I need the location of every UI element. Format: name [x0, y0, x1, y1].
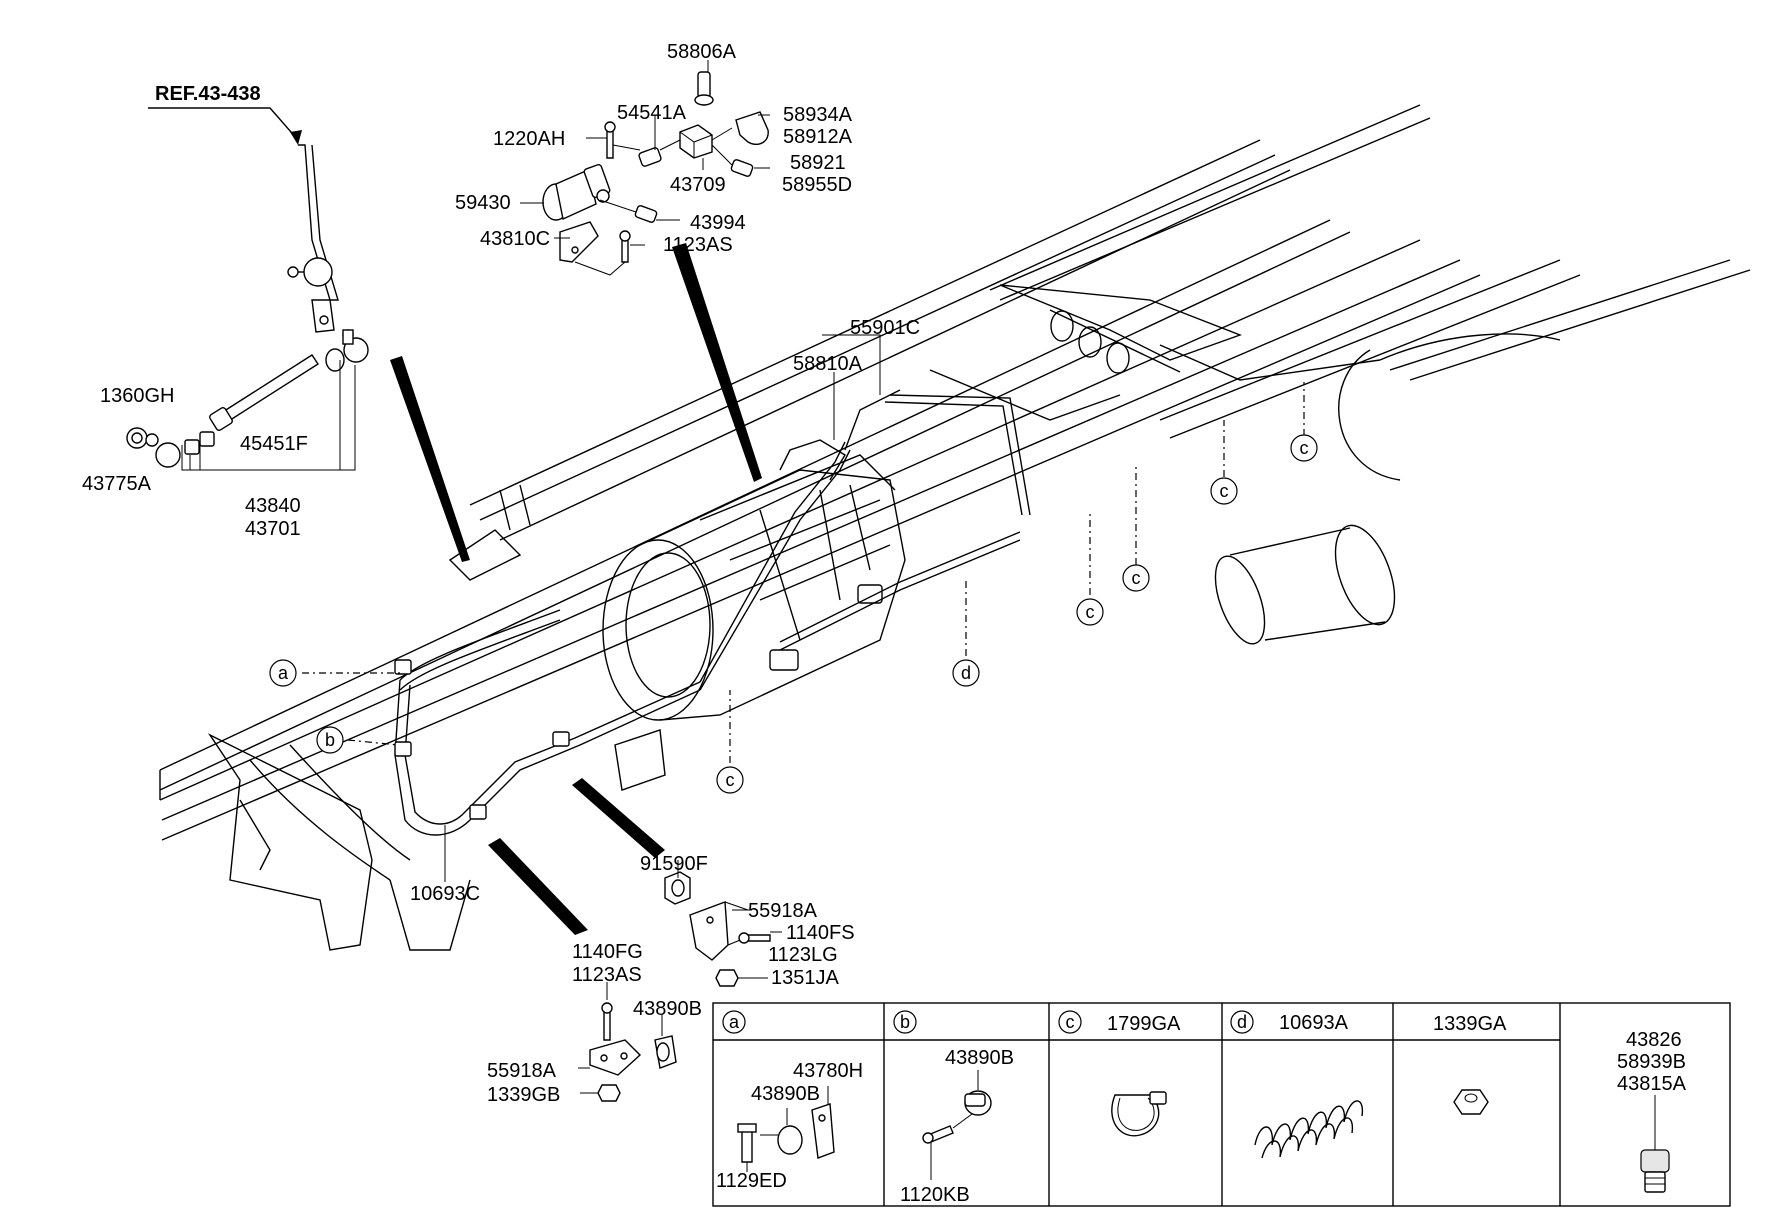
label-45451F: 45451F	[240, 433, 308, 455]
label-54541A: 54541A	[617, 102, 687, 124]
label-58810A: 58810A	[793, 353, 863, 375]
label-1339GB: 1339GB	[487, 1084, 560, 1106]
label-91590F: 91590F	[640, 853, 708, 875]
valve-assembly	[542, 71, 769, 276]
marker-c-1: c	[726, 770, 735, 790]
marker-d: d	[961, 663, 971, 683]
label-43701: 43701	[245, 518, 301, 540]
marker-c-4: c	[1220, 481, 1229, 501]
legend-b-part-1: 43890B	[945, 1047, 1014, 1069]
label-55918A-right: 55918A	[748, 900, 818, 922]
legend-c-code: 1799GA	[1107, 1013, 1181, 1035]
legend-a-part-1: 43780H	[793, 1060, 863, 1082]
legend-last-part-3: 43815A	[1617, 1073, 1687, 1095]
label-1351JA: 1351JA	[771, 967, 839, 989]
shift-lever-assembly	[126, 107, 369, 471]
label-1140FS: 1140FS	[786, 922, 855, 944]
marker-c-5: c	[1300, 438, 1309, 458]
label-1123AS-top: 1123AS	[663, 234, 733, 256]
label-1140FG: 1140FG	[572, 941, 643, 963]
band-clamp-illustration	[1111, 1091, 1167, 1137]
legend-key-c: c	[1066, 1012, 1075, 1032]
sensor-illustration	[1640, 1095, 1670, 1193]
label-43994: 43994	[690, 212, 746, 234]
brake-lines	[394, 389, 1031, 836]
marker-b: b	[325, 730, 335, 750]
pointer-wedges	[390, 243, 762, 935]
label-58806A: 58806A	[667, 41, 737, 63]
label-58912A: 58912A	[783, 126, 853, 148]
label-1123LG: 1123LG	[768, 944, 838, 966]
legend-last-part-2: 58939B	[1617, 1051, 1686, 1073]
legend-table: a 43780H 43890B 1129ED b 43890B 1120KB c…	[712, 1002, 1731, 1207]
nut-illustration	[1453, 1089, 1489, 1115]
label-43709: 43709	[670, 174, 726, 196]
marker-c-2: c	[1086, 602, 1095, 622]
legend-d-code: 10693A	[1279, 1012, 1349, 1034]
legend-key-a: a	[729, 1012, 740, 1032]
leader-lines	[444, 60, 881, 1094]
label-10693C: 10693C	[410, 883, 480, 905]
label-43810C: 43810C	[480, 228, 550, 250]
label-58921: 58921	[790, 152, 846, 174]
label-1360GH: 1360GH	[100, 385, 175, 407]
legend-key-d: d	[1237, 1012, 1247, 1032]
reference-label: REF.43-438	[155, 83, 261, 105]
label-55901C: 55901C	[850, 317, 920, 339]
marker-leaders	[302, 382, 1305, 780]
label-58934A: 58934A	[783, 104, 853, 126]
label-59430: 59430	[455, 192, 511, 214]
label-43890B-left: 43890B	[633, 998, 702, 1020]
label-1123AS-bottom: 1123AS	[572, 964, 642, 986]
legend-key-b: b	[900, 1012, 910, 1032]
callout-labels: REF.43-438 58806A 54541A 58934A 58912A 1…	[82, 41, 920, 1106]
circle-markers: a b c d c c c c	[269, 434, 1318, 794]
legend-b-part-2: 1120KB	[900, 1184, 970, 1206]
clip-illustration-b	[922, 1070, 992, 1180]
legend-last-part-1: 43826	[1626, 1029, 1682, 1051]
bracket-group-left	[589, 1002, 677, 1102]
transmission	[602, 439, 906, 721]
spring-coil-illustration	[1254, 1100, 1364, 1159]
clip-illustration-a	[737, 1086, 835, 1172]
label-1220AH: 1220AH	[493, 128, 565, 150]
legend-a-part-3: 1129ED	[716, 1170, 787, 1192]
legend-1339GA-code: 1339GA	[1433, 1013, 1507, 1035]
label-43775A: 43775A	[82, 473, 152, 495]
label-58955D: 58955D	[782, 174, 852, 196]
marker-c-3: c	[1132, 568, 1141, 588]
marker-a: a	[278, 663, 289, 683]
chassis-frame	[159, 104, 1751, 951]
label-43840: 43840	[245, 495, 301, 517]
bracket-group-right	[664, 871, 771, 987]
legend-a-part-2: 43890B	[751, 1083, 820, 1105]
label-55918A-left: 55918A	[487, 1060, 557, 1082]
